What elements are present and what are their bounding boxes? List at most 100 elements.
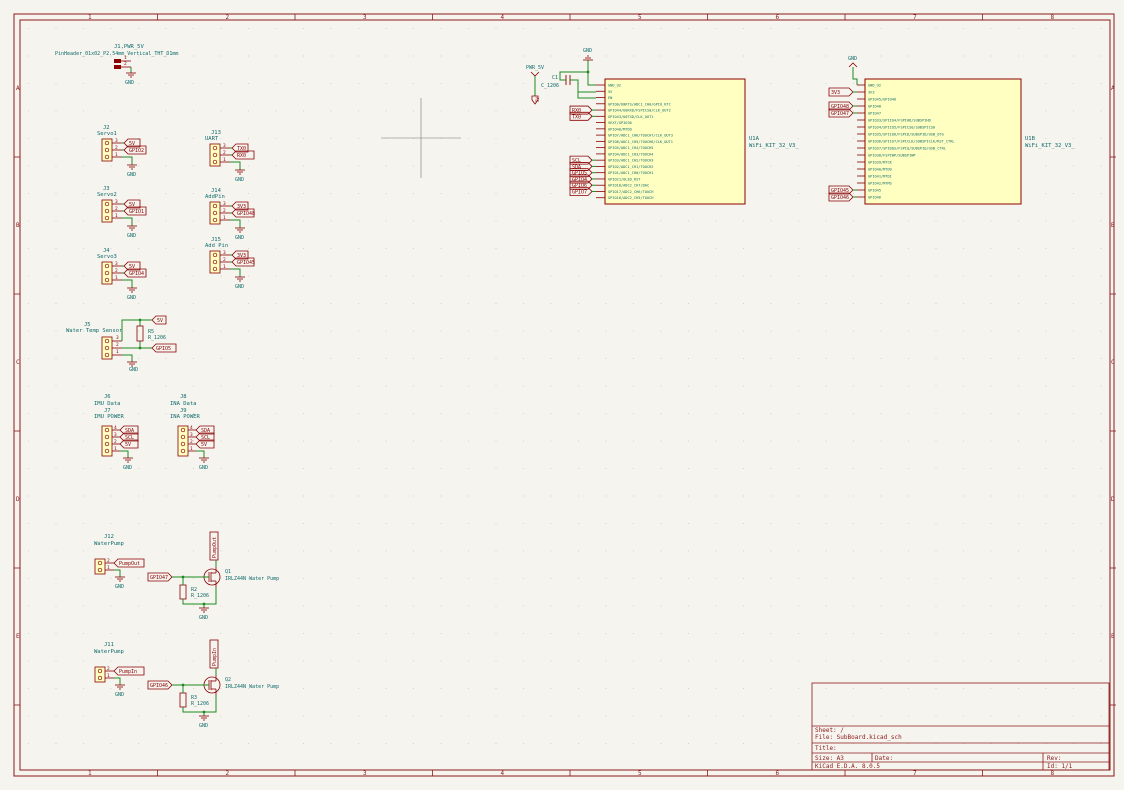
column-number: 7 [913,770,917,777]
net-label[interactable]: TX0 [569,111,593,121]
q1-value: IRLZ44N Water Pump [225,576,279,582]
u1b-pin-name: 3V3 [868,91,875,95]
u1b-pin-name: GPIO46 [868,196,881,200]
u1a-pin-name: GPIO2/ADC1_CH1/TOUCH2 [608,165,653,169]
net-label[interactable]: GPIO47 [828,108,854,118]
net-label[interactable]: RX0 [231,150,255,160]
net-label-pump-vertical[interactable]: PumpIn [209,639,219,669]
title-sheet: Sheet: / [815,727,844,734]
svg-text:RX0: RX0 [237,153,246,159]
gnd-label: GND [199,615,208,621]
svg-text:2: 2 [107,558,110,564]
net-label-5v[interactable]: 5V [151,315,167,325]
sheet-border [13,13,1115,777]
net-label[interactable]: GPIO46 [828,192,854,202]
svg-text:1: 1 [190,446,193,452]
power-input-section[interactable]: PWR_5V 5V C1 C_1206 GND [526,48,596,105]
svg-text:2: 2 [115,268,118,274]
svg-text:GPIO4: GPIO4 [129,271,144,277]
u1b-pin-name: GND_U2 [868,84,881,88]
svg-text:3: 3 [115,138,118,144]
column-number: 1 [88,770,92,777]
svg-text:2: 2 [190,439,193,445]
gnd-label: GND [115,584,124,590]
u1b-pin-name: GPIO45 [868,189,881,193]
gnd-label: GND [127,295,136,301]
net-label[interactable]: GPIO2 [123,145,147,155]
svg-text:GPIO2: GPIO2 [129,148,144,154]
svg-text:3: 3 [116,335,119,341]
net-label[interactable]: 5V [195,439,215,449]
u1b-pin-name: GPIO37/SPIDQS/FSPIQ/SUBSPIQ/USB_CTRL [868,147,946,151]
net-label-gate[interactable]: GPIO47 [147,572,173,582]
net-label-pump[interactable]: PumpIn [113,666,145,676]
net-label-5v[interactable]: 5V [531,95,540,105]
net-label[interactable]: 5V [119,439,139,449]
svg-text:GPIO47: GPIO47 [150,575,168,581]
svg-text:SCL: SCL [201,435,210,441]
net-label[interactable]: GPIO48 [231,208,255,218]
u1a-ref: U1A [749,136,760,142]
u1a-wifi-kit-32[interactable]: GND_U25VENGPIO0/U0RTS/ADC1_CH0/GPIO_RTCG… [596,78,799,205]
svg-text:3: 3 [190,432,193,438]
net-label-pump-vertical[interactable]: PumpOut [209,531,219,561]
svg-text:PumpOut: PumpOut [119,561,140,567]
u1b-value: WiFi_KIT_32_V3_ [1025,143,1075,149]
svg-text:GPIO4: GPIO4 [572,177,587,183]
u1a-pin-name: GPIO4/ADC1_CH3/TOUCH4 [608,152,653,156]
j5-water-temp-sensor[interactable]: J5 Water Temp Sensor 321 R5 R_1206 5V GP… [66,315,177,373]
u1b-wifi-kit-32[interactable]: GND_U23V3GPIO45/GPIO46GPIO48GPIO47GPIO33… [848,56,1075,205]
net-label-gate[interactable]: GPIO46 [147,680,173,690]
j4-value: Servo3 [97,254,117,260]
r2-value: R_1206 [191,593,209,599]
svg-text:3: 3 [115,199,118,205]
svg-text:3V3: 3V3 [237,204,246,210]
row-letter: B [16,222,20,229]
net-label-pump[interactable]: PumpOut [113,558,145,568]
q2-ref: Q2 [225,677,231,683]
net-label[interactable]: GPIO4 [123,268,147,278]
svg-text:3V3: 3V3 [237,253,246,259]
gnd-label: GND [127,233,136,239]
net-label[interactable]: GPIO7 [569,187,593,196]
svg-text:3: 3 [223,250,226,256]
net-label-gpio5[interactable]: GPIO5 [151,343,177,353]
gnd-label: GND [235,235,244,241]
u1a-pin-name: GPIO17/ADC2_CH6/TOUCH [608,190,653,194]
r3-value: R_1206 [191,701,209,707]
j12-ref: J12 [104,534,114,540]
j2-value: Servo1 [97,131,117,137]
net-label[interactable]: GPIO45 [231,257,255,267]
svg-text:1: 1 [124,55,127,61]
j8-value: INA Data [170,401,197,407]
r5-resistor[interactable] [136,325,144,342]
pwr5v-label: PWR_5V [526,65,544,71]
svg-text:1: 1 [107,673,110,679]
j1-ref: J1,PWR_5V [114,44,144,50]
svg-text:1: 1 [115,213,118,219]
column-number: 3 [363,14,367,21]
u1b-pin-name: GPIO40/MTDO [868,168,892,172]
j6-value: IMU Data [94,401,121,407]
gnd-label: GND [583,48,592,54]
svg-text:5V: 5V [125,442,131,448]
u1b-pin-name: GPIO34/SPIIO5/FSPICS0/SUBSPICS0 [868,126,935,130]
title-id: Id: 1/1 [1047,763,1073,770]
svg-text:2: 2 [115,145,118,151]
svg-text:GPIO5: GPIO5 [572,171,587,177]
net-label[interactable]: GPIO1 [123,206,147,216]
net-label[interactable]: 3V3 [828,87,854,97]
svg-text:2: 2 [223,257,226,263]
j1-power-header[interactable]: J1,PWR_5V PinHeader_01x02_P2.54mm_Vertic… [55,44,178,86]
